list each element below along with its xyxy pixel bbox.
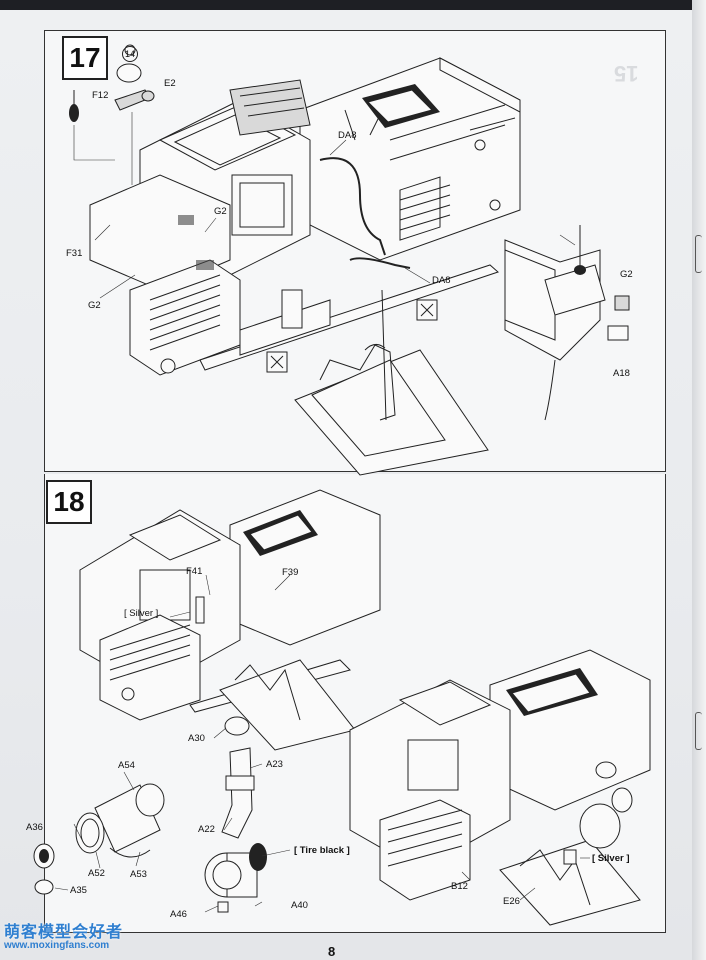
part-label-a35: A35 [70,885,87,896]
part-label-a22: A22 [198,824,215,835]
part-label-e26: E26 [503,896,520,907]
part-label-a23: A23 [266,759,283,770]
part-label-f31: F31 [66,248,83,259]
sub-assembly-ref-circle: 14 [122,46,138,62]
part-label-da8-upper: DA8 [338,130,357,141]
part-label-f39: F39 [282,567,299,578]
part-label-da8-lower: DA8 [432,275,451,286]
paint-label-silver-upper: [ Silver ] [124,608,159,619]
part-label-g2-middle: G2 [214,206,227,217]
site-watermark: 萌客模型会好者 www.moxingfans.com [4,918,123,951]
step-18-final-assembly-drawing [349,649,651,926]
page-top-edge [0,0,706,10]
part-label-a40: A40 [291,900,308,911]
part-label-f41: F41 [186,566,203,577]
part-label-a54: A54 [118,760,135,771]
part-label-b12: B12 [451,881,468,892]
paint-label-silver-lower: [ Silver ] [592,853,630,864]
part-label-a46: A46 [170,909,187,920]
part-label-a18: A18 [613,368,630,379]
step-17-main-assembly-drawing [69,44,521,476]
part-label-g2-left: G2 [88,300,101,311]
page-number: 8 [328,944,336,959]
step-17-number: 17 [62,36,108,80]
part-label-a53: A53 [130,869,147,880]
part-label-a30: A30 [188,733,205,744]
step-18-upper-assembly-drawing [79,489,381,751]
part-label-e2: E2 [164,78,176,89]
step-18-number: 18 [46,480,92,524]
part-label-f12: F12 [92,90,109,101]
part-label-a52: A52 [88,868,105,879]
paint-label-tire-black: [ Tire black ] [294,845,350,856]
step-18-exploded-parts-drawing [33,716,291,913]
step-17-detail-inset-drawing [504,225,630,421]
watermark-text: 萌客模型会好者 [4,924,124,941]
part-label-g2-right: G2 [620,269,633,280]
watermark-url: www.moxingfans.com [4,940,110,951]
part-label-a36: A36 [26,822,43,833]
